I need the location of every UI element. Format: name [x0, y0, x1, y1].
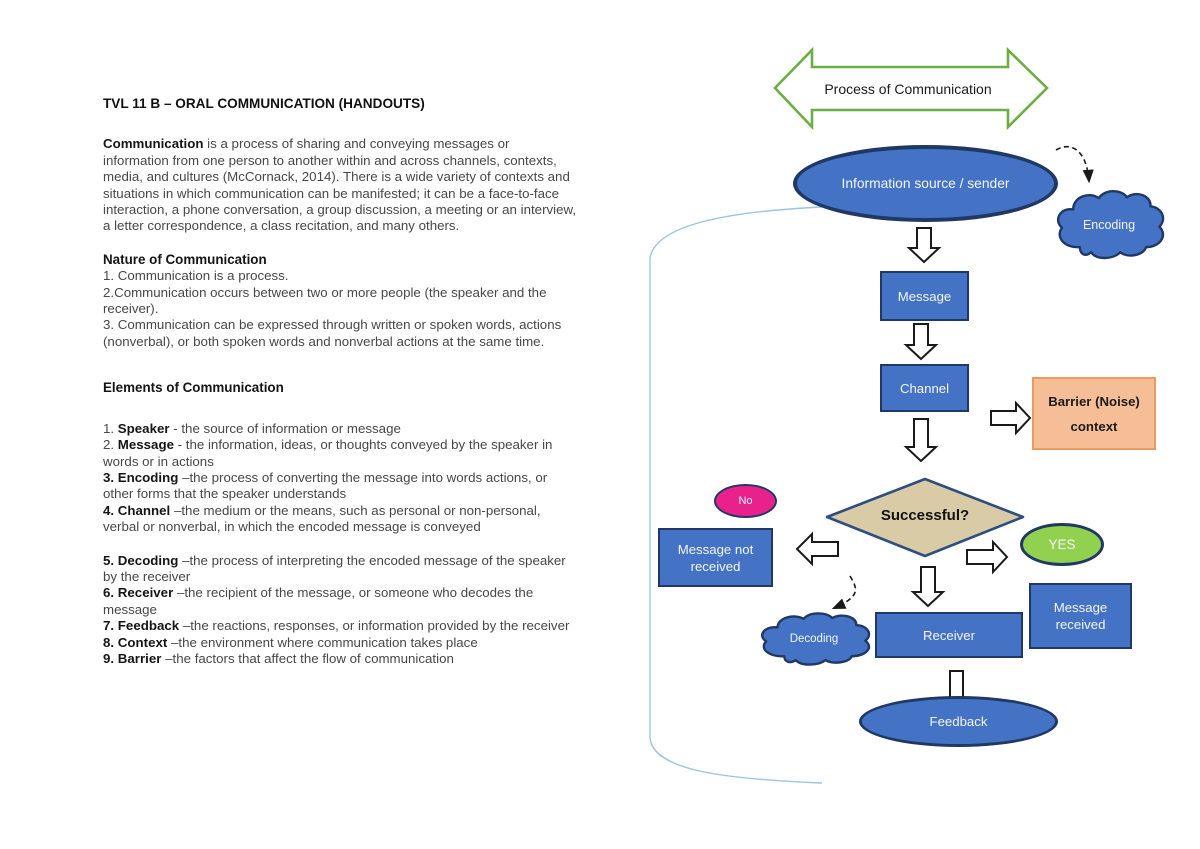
down-arrow-sender-message	[906, 227, 942, 264]
down-arrow-message-channel	[903, 323, 939, 361]
nature-item: 3. Communication can be expressed throug…	[103, 317, 562, 349]
diagram-arc-border	[649, 206, 823, 784]
item-number: 6.	[103, 585, 118, 601]
element-item: 1. Speaker - the source of information o…	[103, 421, 577, 437]
successful-diamond	[825, 477, 1025, 558]
item-term: Receiver	[117, 585, 174, 601]
elements-list: 1. Speaker - the source of information o…	[103, 421, 577, 668]
item-term: Message	[117, 437, 174, 453]
message-received-node: Message received	[1029, 583, 1132, 649]
nature-heading: Nature of Communication	[103, 251, 267, 267]
item-number: 5.	[103, 552, 118, 568]
item-term: Speaker	[117, 420, 170, 436]
banner-double-arrow	[773, 46, 1049, 131]
item-number: 3.	[103, 469, 118, 485]
item-desc: - the information, ideas, or thoughts co…	[103, 437, 553, 469]
intro-lead-term: Communication	[103, 136, 204, 152]
item-desc: –the process of interpreting the encoded…	[103, 552, 566, 584]
document-text-column: TVL 11 B – ORAL COMMUNICATION (HANDOUTS)…	[103, 96, 577, 667]
item-desc: –the reactions, responses, or informatio…	[179, 618, 570, 634]
barrier-node: Barrier (Noise) context	[1032, 377, 1156, 450]
item-number: 8.	[103, 634, 118, 650]
element-item: 8. Context –the environment where commun…	[103, 635, 577, 651]
element-item: 4. Channel –the medium or the means, suc…	[103, 503, 577, 536]
channel-node: Channel	[880, 364, 969, 412]
message-not-received-node: Message not received	[658, 528, 773, 587]
element-item: 5. Decoding –the process of interpreting…	[103, 553, 577, 586]
element-item: 7. Feedback –the reactions, responses, o…	[103, 618, 577, 634]
right-arrow-successful-yes	[966, 539, 1009, 575]
decoding-label: Decoding	[789, 633, 839, 645]
down-arrow-channel-successful	[903, 418, 939, 463]
elements-heading: Elements of Communication	[103, 380, 284, 396]
nature-item: 2.Communication occurs between two or mo…	[103, 284, 547, 317]
feedback-node: Feedback	[859, 696, 1058, 747]
dashed-arrow-to-encoding	[1055, 145, 1094, 184]
element-item: 6. Receiver –the recipient of the messag…	[103, 585, 577, 618]
intro-body-text: is a process of sharing and conveying me…	[103, 136, 577, 234]
barrier-line2: context	[1070, 418, 1118, 434]
yes-node: YES	[1020, 523, 1104, 566]
item-desc: - the source of information or message	[169, 420, 401, 436]
item-number: 1.	[103, 420, 118, 436]
item-term: Channel	[117, 502, 171, 518]
item-term: Encoding	[117, 469, 179, 485]
element-item: 9. Barrier –the factors that affect the …	[103, 651, 577, 667]
item-term: Decoding	[117, 552, 179, 568]
item-term: Feedback	[117, 618, 180, 634]
banner-title: Process of Communication	[824, 81, 992, 97]
element-item: 3. Encoding –the process of converting t…	[103, 470, 577, 503]
item-desc: –the medium or the means, such as person…	[103, 502, 541, 535]
successful-label: Successful?	[880, 507, 970, 524]
dashed-arrow-to-decoding	[831, 575, 857, 609]
document-title: TVL 11 B – ORAL COMMUNICATION (HANDOUTS)	[103, 96, 425, 111]
element-item: 2. Message - the information, ideas, or …	[103, 437, 577, 470]
item-term: Context	[117, 634, 168, 650]
receiver-node: Receiver	[875, 612, 1023, 658]
item-desc: –the process of converting the message i…	[103, 469, 548, 502]
no-node: No	[714, 484, 777, 518]
right-arrow-channel-barrier	[990, 400, 1032, 436]
item-desc: –the factors that affect the flow of com…	[161, 650, 454, 666]
down-arrow-successful-receiver	[910, 566, 946, 608]
encoding-label: Encoding	[1082, 218, 1136, 232]
sender-node: Information source / sender	[793, 145, 1058, 222]
item-number: 2.	[103, 437, 118, 453]
item-number: 7.	[103, 618, 118, 634]
item-desc: –the recipient of the message, or someon…	[103, 585, 534, 617]
left-arrow-successful-not-received	[795, 531, 839, 567]
connector-receiver-feedback	[949, 670, 964, 700]
item-number: 4.	[103, 502, 118, 518]
item-term: Barrier	[117, 650, 162, 666]
nature-list: 1. Communication is a process. 2.Communi…	[103, 268, 577, 350]
nature-item: 1. Communication is a process.	[103, 268, 289, 284]
item-desc: –the environment where communication tak…	[167, 634, 478, 650]
intro-paragraph: Communication is a process of sharing an…	[103, 136, 577, 234]
message-node: Message	[880, 271, 969, 321]
barrier-line1: Barrier (Noise)	[1048, 393, 1140, 409]
item-number: 9.	[103, 650, 118, 666]
decoding-cloud	[762, 613, 869, 664]
encoding-cloud	[1058, 191, 1163, 258]
